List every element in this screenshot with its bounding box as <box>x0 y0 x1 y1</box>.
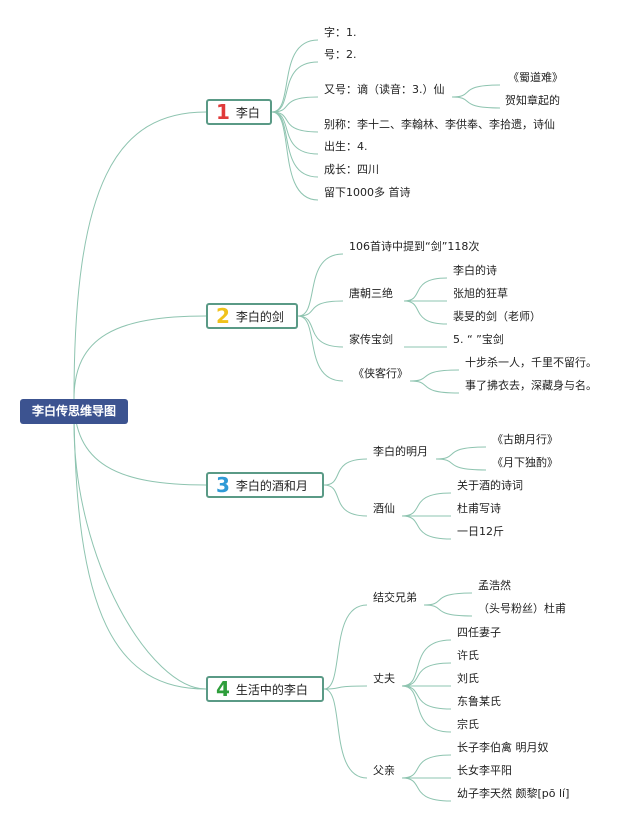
sub-link <box>401 754 452 779</box>
leaf-twelve-jin[interactable]: 一日12斤 <box>457 525 504 538</box>
leaf-sword-name[interactable]: 5. “ ”宝剑 <box>453 333 504 346</box>
leaf-du-fu-poem[interactable]: 杜甫写诗 <box>457 502 501 515</box>
leaf-wine-immortal[interactable]: 酒仙 <box>373 502 395 515</box>
leaf-shu-dao-nan[interactable]: 《蜀道难》 <box>508 71 563 84</box>
branch-number: 4 <box>216 677 230 701</box>
sub-link <box>401 639 452 687</box>
leaf-brothers[interactable]: 结交兄弟 <box>373 591 417 604</box>
leaf-bie-cheng[interactable]: 别称：李十二、李翰林、李供奉、李拾遗，诗仙 <box>324 118 555 131</box>
leaf-meng-hao-ran[interactable]: 孟浩然 <box>478 579 511 592</box>
leaf-dong-lu[interactable]: 东鲁某氏 <box>457 695 501 708</box>
branch1-link <box>271 61 319 113</box>
leaf-du-fu[interactable]: （头号粉丝）杜甫 <box>478 602 566 615</box>
branch2-link <box>297 300 344 317</box>
leaf-zong-shi[interactable]: 宗氏 <box>457 718 479 731</box>
sub-link <box>423 592 473 606</box>
leaf-wine-poems[interactable]: 关于酒的诗词 <box>457 479 523 492</box>
branch-life[interactable]: 4 生活中的李白 <box>206 676 324 702</box>
leaf-li-bai-poems[interactable]: 李白的诗 <box>453 264 497 277</box>
sub-link <box>409 369 460 382</box>
branch1-link <box>271 111 319 178</box>
sub-link <box>435 458 487 471</box>
sub-link <box>423 604 473 617</box>
leaf-xu-shi[interactable]: 许氏 <box>457 649 479 662</box>
branch-number: 2 <box>216 304 230 328</box>
leaf-zi[interactable]: 字：1. <box>324 26 357 39</box>
sub-link <box>403 277 448 302</box>
root-branch-link <box>73 398 207 690</box>
leaf-zhang-xu[interactable]: 张旭的狂草 <box>453 287 508 300</box>
branch-label: 李白 <box>235 105 260 120</box>
leaf-youngest-son[interactable]: 幼子李天然 颇黎[pō lí] <box>457 787 570 800</box>
branch2-link <box>297 315 344 382</box>
root-node[interactable]: 李白传思维导图 <box>20 399 128 424</box>
branch-li-bai[interactable]: 1 李白 <box>206 99 272 125</box>
leaf-eldest-son[interactable]: 长子李伯禽 明月奴 <box>457 741 549 754</box>
leaf-poem-line-2[interactable]: 事了拂衣去，深藏身与名。 <box>465 379 597 392</box>
leaf-father[interactable]: 父亲 <box>373 764 395 777</box>
branch-number: 3 <box>216 473 230 497</box>
sub-link <box>409 380 460 394</box>
leaf-chu-sheng[interactable]: 出生：4. <box>324 140 368 153</box>
leaf-husband[interactable]: 丈夫 <box>373 672 395 685</box>
sub-link <box>451 84 501 98</box>
leaf-poems[interactable]: 留下1000多 首诗 <box>324 186 411 199</box>
leaf-cheng-zhang[interactable]: 成长：四川 <box>324 163 379 176</box>
leaf-poem-line-1[interactable]: 十步杀一人，千里不留行。 <box>465 356 597 369</box>
leaf-yue-xia-du-zhuo[interactable]: 《月下独酌》 <box>492 456 558 469</box>
leaf-family-sword[interactable]: 家传宝剑 <box>349 333 393 346</box>
sub-link <box>401 662 452 687</box>
leaf-hao[interactable]: 号：2. <box>324 48 357 61</box>
sub-link <box>451 96 501 109</box>
branch2-link <box>297 315 344 348</box>
leaf-three-wonders[interactable]: 唐朝三绝 <box>349 287 393 300</box>
branch4-link <box>323 685 368 690</box>
root-branch-link <box>73 315 207 400</box>
root-branch-link <box>73 111 207 400</box>
branch-label: 李白的酒和月 <box>235 478 308 493</box>
branch1-link <box>271 39 319 113</box>
branch-number: 1 <box>216 100 230 124</box>
root-branch-link <box>73 423 207 690</box>
branch3-link <box>323 458 368 486</box>
branch3-link <box>323 484 368 517</box>
branch-wine-moon[interactable]: 3 李白的酒和月 <box>206 472 324 498</box>
sub-link <box>401 515 452 540</box>
branch4-link <box>323 688 368 779</box>
leaf-xia-ke-xing[interactable]: 《侠客行》 <box>353 367 408 380</box>
branch1-link <box>271 111 319 133</box>
sub-link <box>401 492 452 517</box>
leaf-eldest-daughter[interactable]: 长女李平阳 <box>457 764 512 777</box>
branch4-link <box>323 604 368 690</box>
branch1-link <box>271 111 319 201</box>
leaf-he-zhi-zhang[interactable]: 贺知章起的 <box>505 94 560 107</box>
branch1-link <box>271 96 319 113</box>
leaf-four-wives[interactable]: 四任妻子 <box>457 626 501 639</box>
branch-label: 李白的剑 <box>235 309 284 324</box>
sub-link <box>435 446 487 460</box>
sub-link <box>403 300 448 325</box>
branch1-link <box>271 111 319 155</box>
sub-link <box>401 685 452 733</box>
sub-link <box>401 777 452 802</box>
branch-sword[interactable]: 2 李白的剑 <box>206 303 298 329</box>
leaf-gu-lang-yue-xing[interactable]: 《古朗月行》 <box>492 433 558 446</box>
branch-label: 生活中的李白 <box>235 682 308 697</box>
leaf-pei-min[interactable]: 裴旻的剑（老师） <box>453 310 541 323</box>
leaf-bright-moon[interactable]: 李白的明月 <box>373 445 428 458</box>
leaf-you-hao[interactable]: 又号：谪（读音：3.）仙 <box>324 83 445 96</box>
sub-link <box>401 685 452 710</box>
branch2-link <box>297 253 344 317</box>
leaf-liu-shi[interactable]: 刘氏 <box>457 672 479 685</box>
leaf-sword-count[interactable]: 106首诗中提到“剑”118次 <box>349 240 480 253</box>
